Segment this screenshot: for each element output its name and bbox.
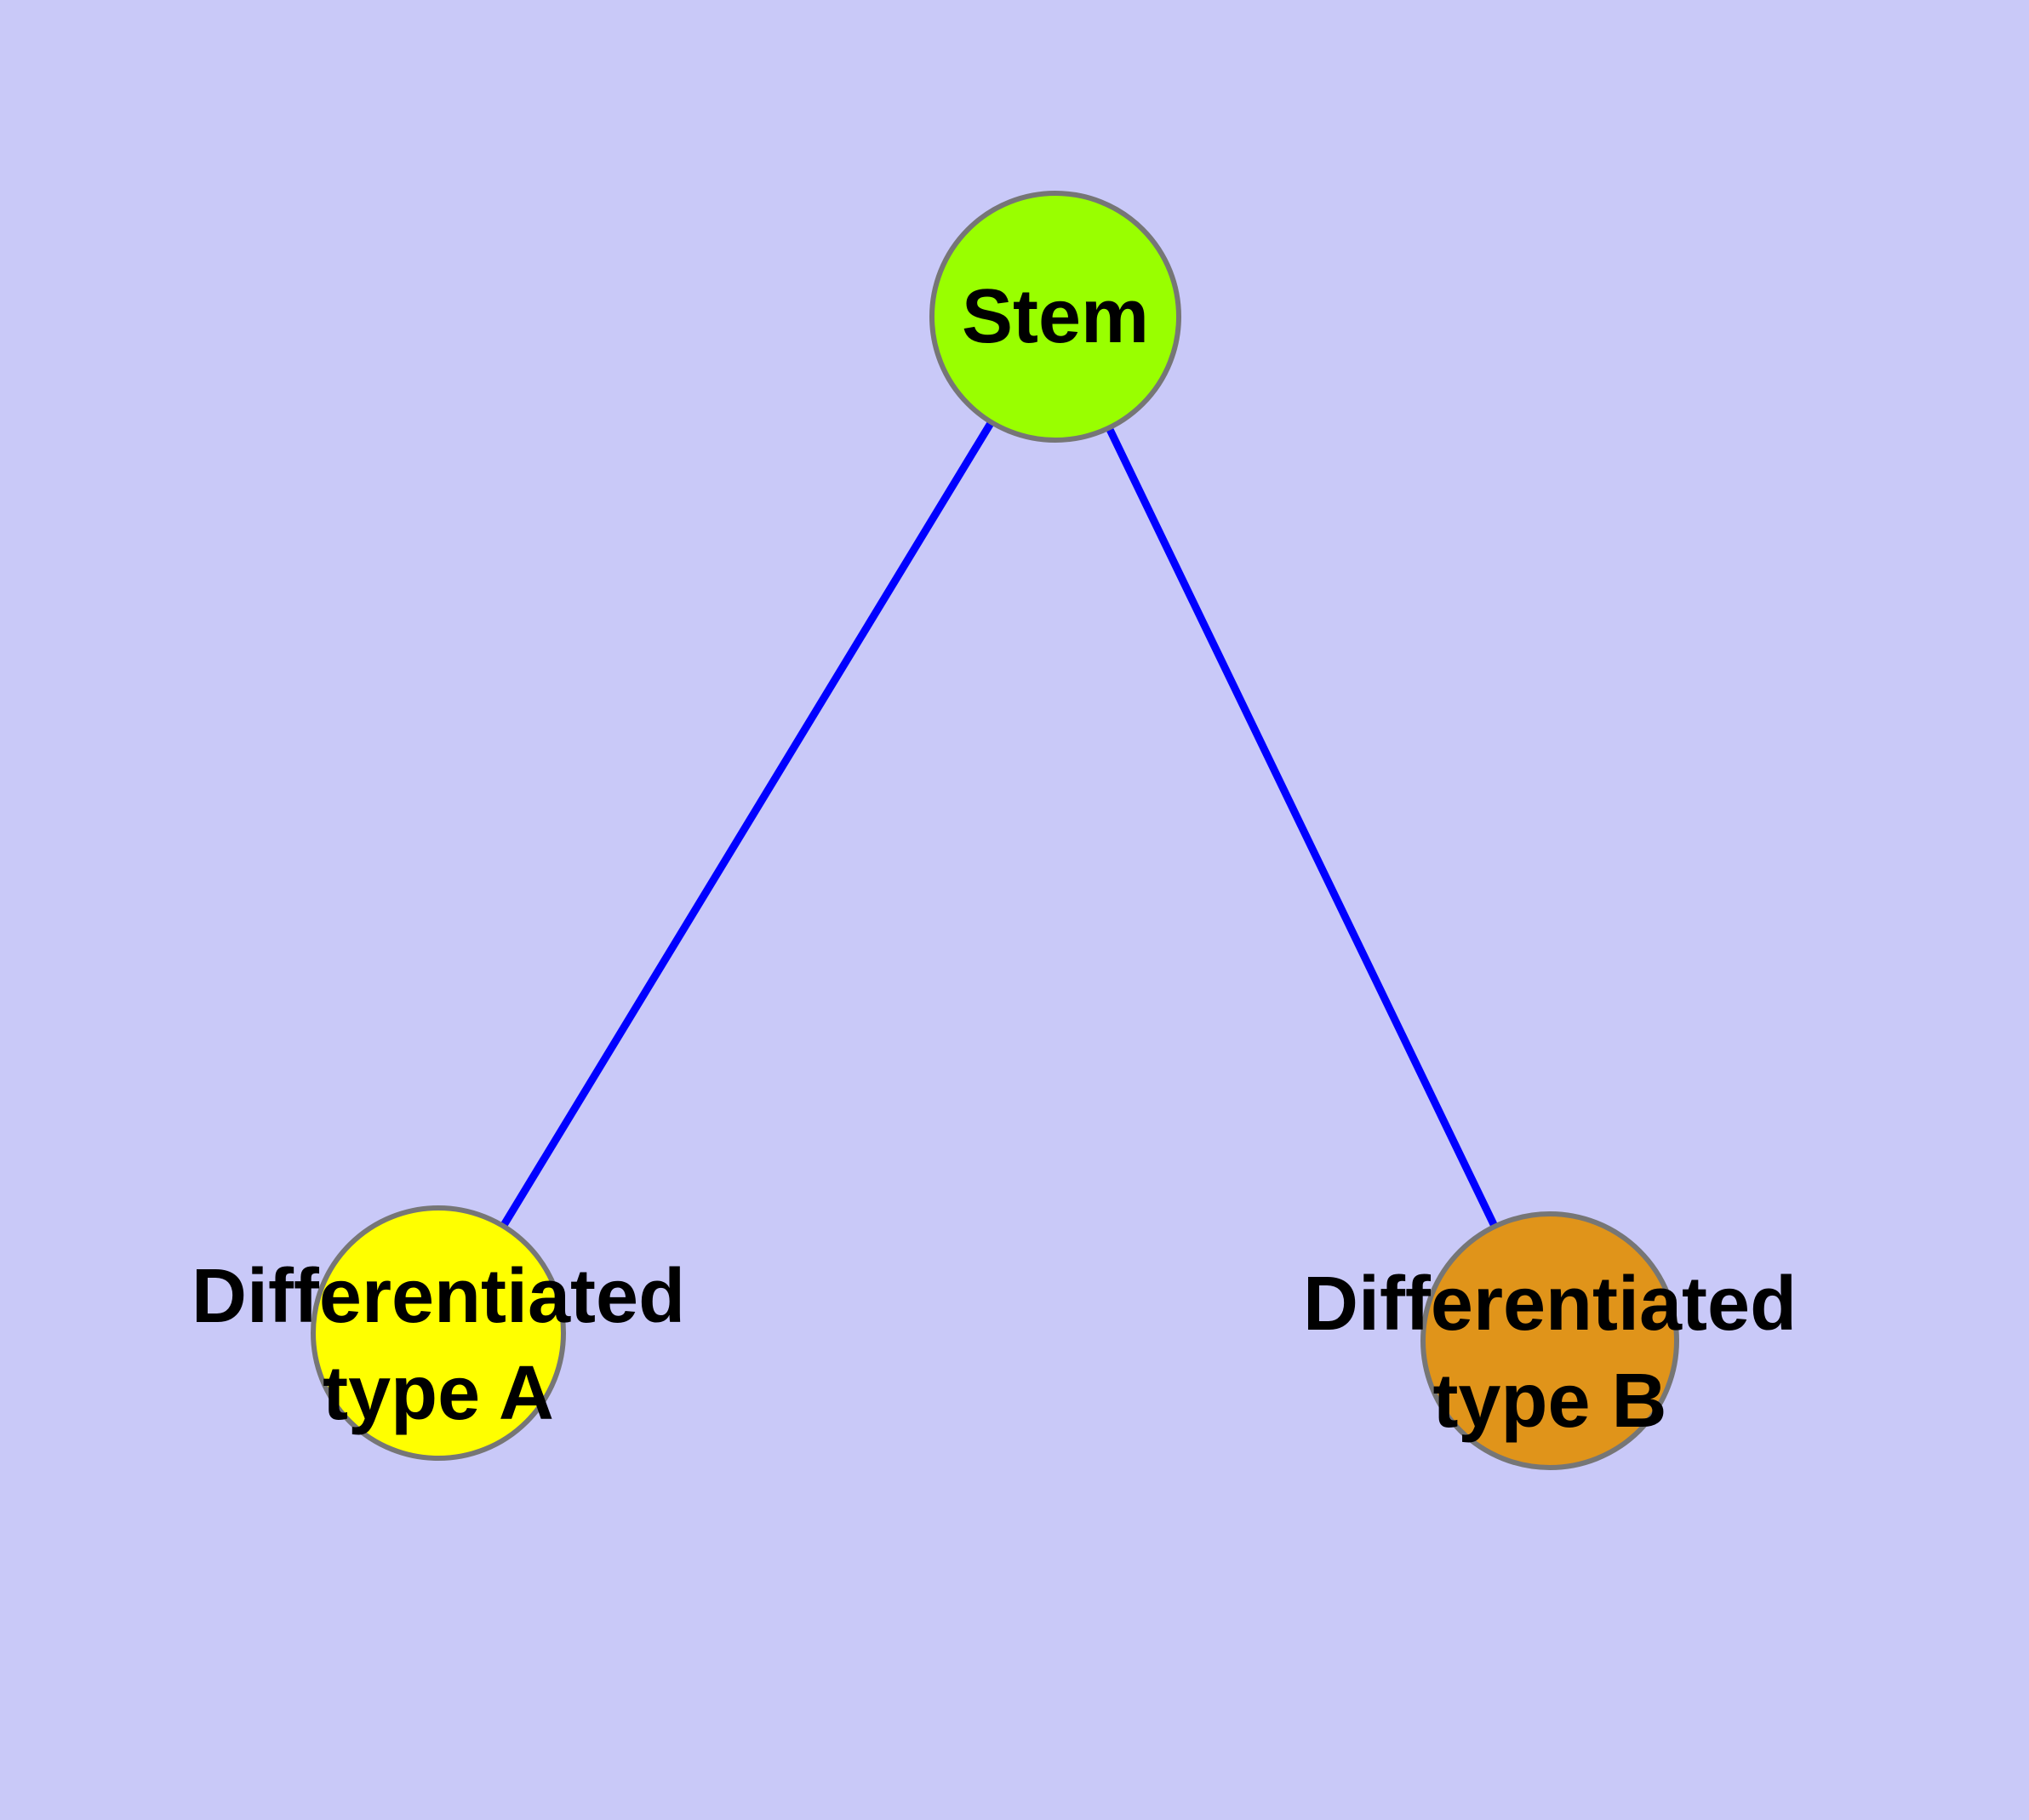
- node-differentiated-type-a: Differentiated type A: [191, 1205, 685, 1461]
- node-differentiated-type-b-label: Differentiated type B: [1302, 1262, 1798, 1444]
- edge-stem-to-type-a: [435, 314, 1059, 1336]
- node-stem-label: Stem: [961, 274, 1150, 359]
- node-stem: Stem: [929, 191, 1181, 443]
- node-differentiated-type-a-label: Differentiated type A: [191, 1254, 686, 1436]
- edge-stem-to-type-b: [1051, 315, 1554, 1342]
- node-differentiated-type-b: Differentiated type B: [1303, 1211, 1797, 1470]
